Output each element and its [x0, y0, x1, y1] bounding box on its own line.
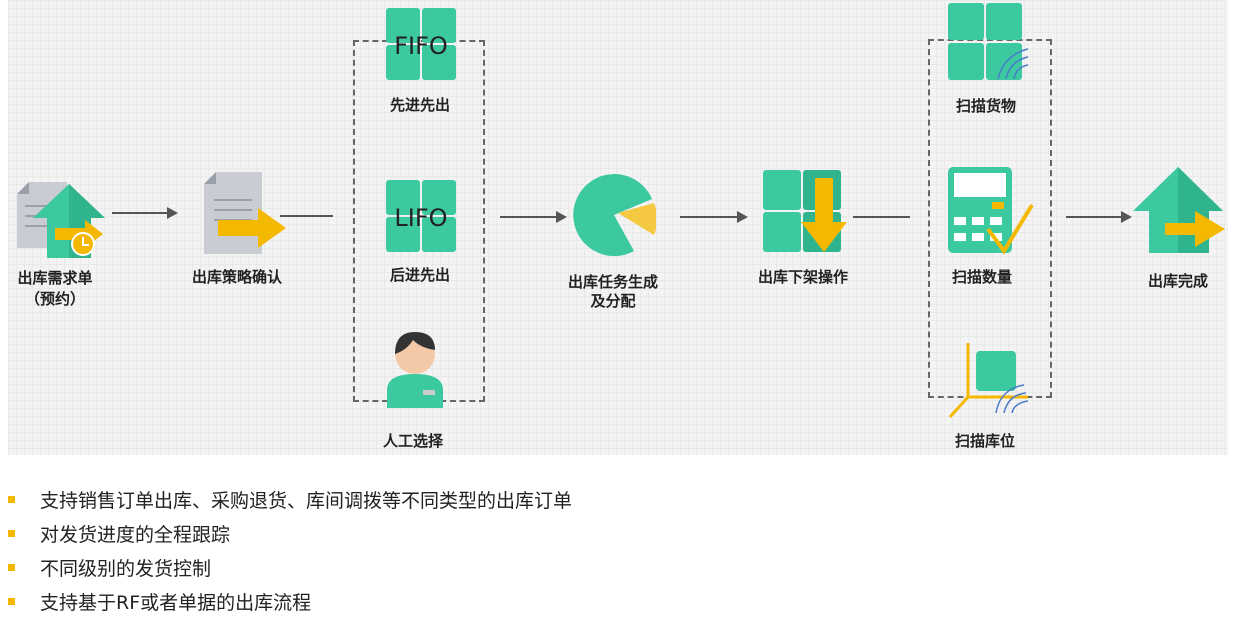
- picking-operation-icon: [763, 170, 847, 252]
- scan-location-icon: [948, 343, 1029, 419]
- feature-text: 对发货进度的全程跟踪: [40, 523, 231, 546]
- strategy-confirm-icon: [204, 172, 286, 254]
- lifo-label: 后进先出: [389, 266, 451, 284]
- task-allocation-label: 出库任务生成: [567, 273, 659, 291]
- fifo-icon: FIFO: [386, 8, 456, 80]
- feature-item: 不同级别的发货控制: [8, 550, 572, 584]
- fifo-text: FIFO: [394, 32, 448, 60]
- bullet-icon: [8, 597, 15, 605]
- lifo-icon: LIFO: [386, 180, 456, 252]
- scan-quantity-icon: [948, 167, 1034, 255]
- arrow-6: [1066, 211, 1132, 223]
- feature-item: 对发货进度的全程跟踪: [8, 516, 572, 550]
- outbound-complete-icon: [1133, 167, 1225, 253]
- scan-quantity-label: 扫描数量: [951, 268, 1013, 286]
- task-allocation-sublabel: 及分配: [590, 292, 636, 310]
- connector-2: [280, 215, 333, 217]
- bullet-icon: [8, 563, 15, 571]
- feature-item: 支持销售订单出库、采购退货、库间调拨等不同类型的出库订单: [8, 482, 572, 516]
- person-icon: [387, 332, 443, 408]
- feature-item: 支持基于RF或者单据的出库流程: [8, 584, 572, 618]
- connector-5: [853, 216, 910, 218]
- arrow-3: [500, 211, 567, 223]
- fifo-label: 先进先出: [389, 96, 451, 114]
- scan-location-label: 扫描库位: [954, 432, 1016, 450]
- arrow-1: [112, 207, 178, 219]
- scan-goods-icon: [948, 3, 1029, 80]
- feature-text: 支持基于RF或者单据的出库流程: [40, 591, 312, 614]
- lifo-text: LIFO: [394, 204, 447, 232]
- outbound-complete-label: 出库完成: [1147, 272, 1209, 290]
- task-allocation-pie-icon: [573, 174, 656, 257]
- order-request-sublabel: （预约）: [24, 290, 86, 308]
- strategy-confirm-label: 出库策略确认: [191, 268, 283, 286]
- order-request-label: 出库需求单: [17, 269, 93, 287]
- bullet-icon: [8, 495, 15, 503]
- bullet-icon: [8, 529, 15, 537]
- picking-operation-label: 出库下架操作: [757, 268, 849, 286]
- manual-select-label: 人工选择: [382, 432, 444, 450]
- feature-text: 不同级别的发货控制: [40, 557, 212, 580]
- feature-text: 支持销售订单出库、采购退货、库间调拨等不同类型的出库订单: [40, 489, 573, 512]
- arrow-4: [680, 211, 748, 223]
- feature-list: 支持销售订单出库、采购退货、库间调拨等不同类型的出库订单 对发货进度的全程跟踪 …: [8, 482, 572, 618]
- order-request-icon: [17, 182, 105, 258]
- scan-goods-label: 扫描货物: [955, 97, 1017, 115]
